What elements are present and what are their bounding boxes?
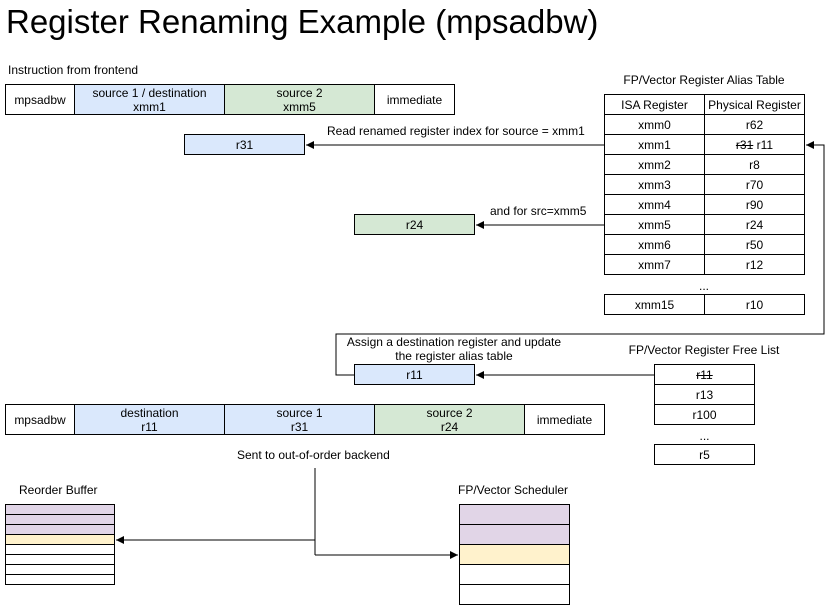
scheduler-entry <box>459 584 570 605</box>
free-list-item-r5: r5 <box>654 444 755 465</box>
free-list-item-r100: r100 <box>654 404 755 425</box>
renamed-src1: source 1 r31 <box>224 404 375 435</box>
renamed-src2: source 2 r24 <box>374 404 525 435</box>
arrow-update-rat <box>335 141 825 376</box>
page-title: Register Renaming Example (mpsadbw) <box>6 3 599 40</box>
read-src1-value: r31 <box>184 134 305 155</box>
rat-ellipsis: ... <box>698 279 709 293</box>
sent-label: Sent to out-of-order backend <box>237 448 390 462</box>
renamed-opcode: mpsadbw <box>5 404 75 435</box>
assign-label: Assign a destination register and update… <box>346 335 562 363</box>
rob-entry <box>5 574 115 585</box>
rat-phys-xmm7: r12 <box>704 254 805 275</box>
read-src1-label: Read renamed register index for source =… <box>327 124 585 138</box>
free-list-title: FP/Vector Register Free List <box>628 343 780 357</box>
frontend-opcode: mpsadbw <box>5 84 75 115</box>
frontend-immediate: immediate <box>374 84 455 115</box>
assign-value: r11 <box>354 364 475 385</box>
rat-phys-xmm1-old: r31 <box>735 137 754 152</box>
frontend-src1: source 1 / destination xmm1 <box>74 84 225 115</box>
renamed-immediate: immediate <box>524 404 605 435</box>
read-src2-label: and for src=xmm5 <box>490 204 587 218</box>
instr-from-frontend-label: Instruction from frontend <box>8 63 139 77</box>
rat-phys-xmm15: r10 <box>704 294 805 315</box>
frontend-src2: source 2 xmm5 <box>224 84 375 115</box>
read-src2-value: r24 <box>354 214 475 235</box>
free-list-ellipsis: ... <box>699 429 710 443</box>
rat-title: FP/Vector Register Alias Table <box>623 73 785 87</box>
renamed-dest: destination r11 <box>74 404 225 435</box>
rob-label: Reorder Buffer <box>19 483 98 497</box>
scheduler-label: FP/Vector Scheduler <box>458 483 569 497</box>
